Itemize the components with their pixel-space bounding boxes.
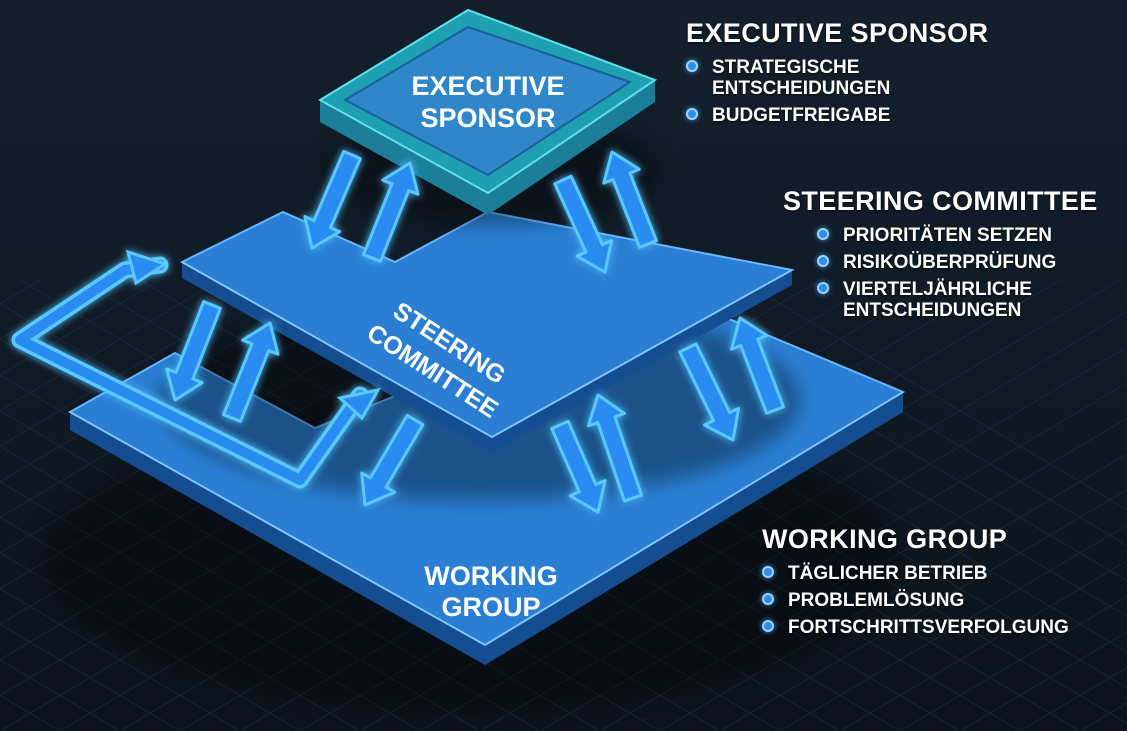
bullet-icon [817, 255, 829, 267]
working-group-panel: WORKING GROUP TÄGLICHER BETRIEB PROBLEML… [762, 524, 1069, 644]
executive-sponsor-title: EXECUTIVE SPONSOR [686, 18, 989, 48]
grid-line [779, 524, 1127, 731]
feedback-loop-arrow [11, 249, 381, 489]
up-arrow-icon [222, 321, 280, 423]
steering-committee-item: RISIKOÜBERPRÜFUNG [817, 252, 1098, 273]
executive-sponsor-item: BUDGETFREIGABE [686, 105, 988, 126]
working-group-item: FORTSCHRITTSVERFOLGUNG [762, 617, 1069, 638]
grid-line [739, 279, 1127, 511]
down-arrow-icon [553, 174, 613, 274]
steering-committee-panel: STEERING COMMITTEE PRIORITÄTEN SETZEN RI… [783, 186, 1098, 327]
steering-committee-item: PRIORITÄTEN SETZEN [817, 225, 1098, 246]
working-group-item: PROBLEMLÖSUNG [762, 590, 1069, 611]
working-group-label-line1: WORKING [424, 561, 557, 591]
executive-sponsor-item: STRATEGISCHE ENTSCHEIDUNGEN [686, 57, 988, 99]
grid-line [0, 587, 241, 731]
executive-sponsor-panel: EXECUTIVE SPONSOR STRATEGISCHE ENTSCHEID… [686, 18, 988, 132]
up-arrow-icon [730, 316, 785, 415]
steering-committee-title: STEERING COMMITTEE [783, 186, 1098, 216]
bullet-icon [817, 228, 829, 240]
grid-line [719, 488, 1127, 731]
down-arrow-icon [678, 342, 741, 442]
bullet-icon [762, 620, 774, 632]
down-arrow-icon [303, 149, 362, 250]
bullet-icon [817, 282, 829, 294]
down-arrow-icon [165, 300, 222, 402]
bullet-icon [762, 593, 774, 605]
executive-sponsor-label-line1: EXECUTIVE [411, 71, 564, 101]
bullet-icon [762, 566, 774, 578]
grid-line [0, 279, 221, 412]
executive-sponsor-label-line2: SPONSOR [420, 103, 555, 133]
working-group-title: WORKING GROUP [762, 524, 1008, 554]
down-arrow-icon [360, 413, 425, 507]
down-arrow-icon [550, 419, 607, 514]
grid-line [839, 560, 1127, 731]
up-arrow-icon [586, 393, 643, 503]
working-group-item: TÄGLICHER BETRIEB [762, 563, 1069, 584]
bullet-icon [686, 108, 698, 120]
grid-line [0, 279, 281, 447]
up-arrow-icon [362, 161, 420, 263]
grid-line [0, 623, 181, 731]
grid-line [959, 631, 1127, 731]
bullet-icon [686, 60, 698, 72]
steering-committee-item: VIERTELJÄHRLICHE ENTSCHEIDUNGEN [817, 279, 1098, 321]
up-arrow-icon [602, 150, 658, 249]
working-group-label-line2: GROUP [441, 592, 540, 622]
grid-line [899, 595, 1127, 731]
information-flow-arrows [165, 149, 785, 514]
